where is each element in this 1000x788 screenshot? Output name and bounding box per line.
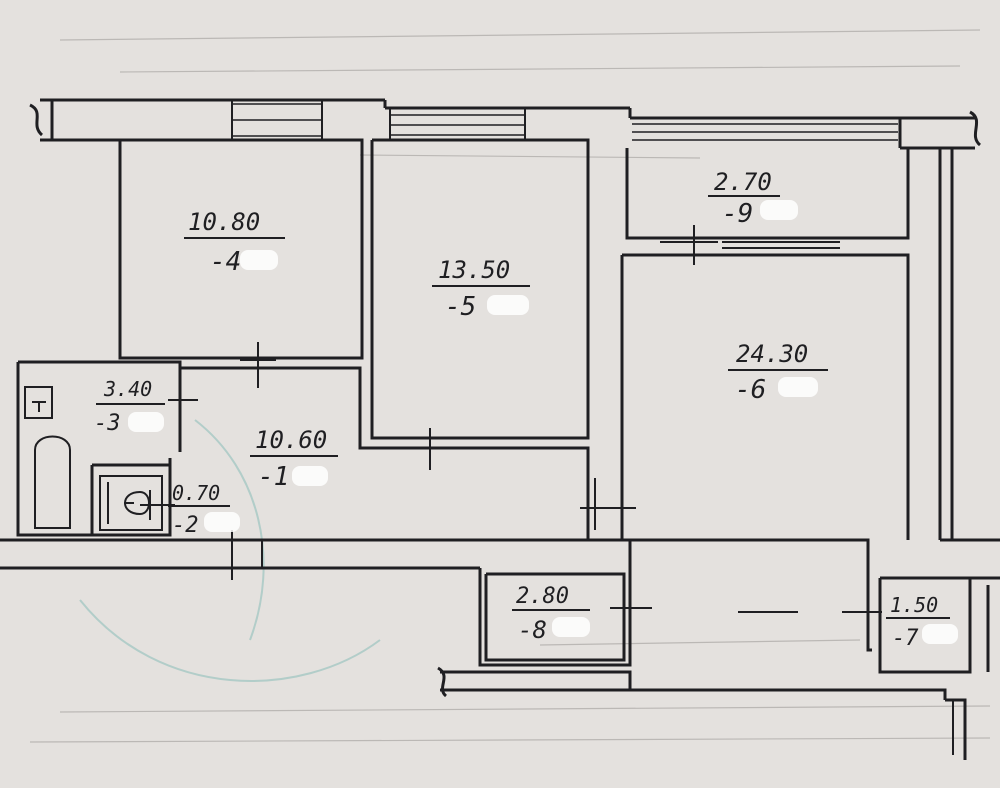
room-3-redaction bbox=[128, 412, 164, 432]
room-1-area: 10.60 bbox=[255, 426, 327, 454]
room-1-label: 10.60 -1 bbox=[250, 426, 338, 492]
room-9-number: -9 bbox=[722, 199, 753, 229]
room-2-redaction bbox=[204, 512, 240, 532]
room-7-label: 1.50 -7 bbox=[886, 593, 958, 651]
room-1-walls bbox=[0, 366, 630, 570]
room-3-number: -3 bbox=[94, 411, 121, 436]
room-5-area: 13.50 bbox=[438, 256, 510, 284]
room-5-label: 13.50 -5 bbox=[432, 256, 530, 322]
room-9-label: 2.70 -9 bbox=[708, 168, 798, 229]
room-6-number: -6 bbox=[735, 375, 766, 405]
room-7-area: 1.50 bbox=[890, 593, 938, 617]
stamp-mark bbox=[79, 419, 381, 682]
room-3-label: 3.40 -3 bbox=[94, 377, 165, 436]
exterior-wall-bottom bbox=[437, 666, 967, 760]
print-through-text bbox=[29, 29, 991, 743]
room-6-label: 24.30 -6 bbox=[728, 340, 828, 405]
room-9-walls bbox=[625, 148, 910, 240]
exterior-wall bbox=[29, 98, 982, 150]
toilet bbox=[99, 475, 163, 531]
room-7-number: -7 bbox=[892, 626, 919, 651]
room-8-walls bbox=[478, 540, 632, 667]
window-top bbox=[231, 100, 898, 141]
room-8-number: -8 bbox=[518, 616, 547, 644]
room-6-redaction bbox=[778, 377, 818, 397]
room-4-redaction bbox=[240, 250, 278, 270]
room-8-area: 2.80 bbox=[516, 584, 569, 609]
room-7-walls bbox=[878, 576, 990, 674]
room-4-area: 10.80 bbox=[188, 208, 260, 236]
room-2-area: 0.70 bbox=[172, 481, 220, 505]
door-marks bbox=[140, 225, 882, 613]
room-4-walls bbox=[118, 138, 364, 360]
room-4-label: 10.80 -4 bbox=[184, 208, 285, 277]
room-6-area: 24.30 bbox=[736, 340, 808, 368]
room-3-area: 3.40 bbox=[103, 377, 152, 401]
room-1-number: -1 bbox=[258, 462, 289, 492]
room-4-number: -4 bbox=[210, 247, 241, 277]
room-9-area: 2.70 bbox=[714, 168, 772, 196]
right-wing-walls bbox=[938, 148, 1000, 580]
room-8-redaction bbox=[552, 617, 590, 637]
room-2-label: 0.70 -2 bbox=[168, 481, 240, 538]
room-2-number: -2 bbox=[172, 513, 199, 538]
room-5-walls bbox=[370, 138, 590, 440]
room-7-redaction bbox=[922, 624, 958, 644]
room-8-label: 2.80 -8 bbox=[512, 584, 590, 644]
room-9-redaction bbox=[760, 200, 798, 220]
room-6-walls bbox=[620, 241, 910, 652]
room-3-walls bbox=[16, 360, 182, 537]
room-5-number: -5 bbox=[445, 292, 476, 322]
room-5-redaction bbox=[487, 295, 529, 315]
bathtub bbox=[24, 386, 71, 529]
room-1-redaction bbox=[292, 466, 328, 486]
